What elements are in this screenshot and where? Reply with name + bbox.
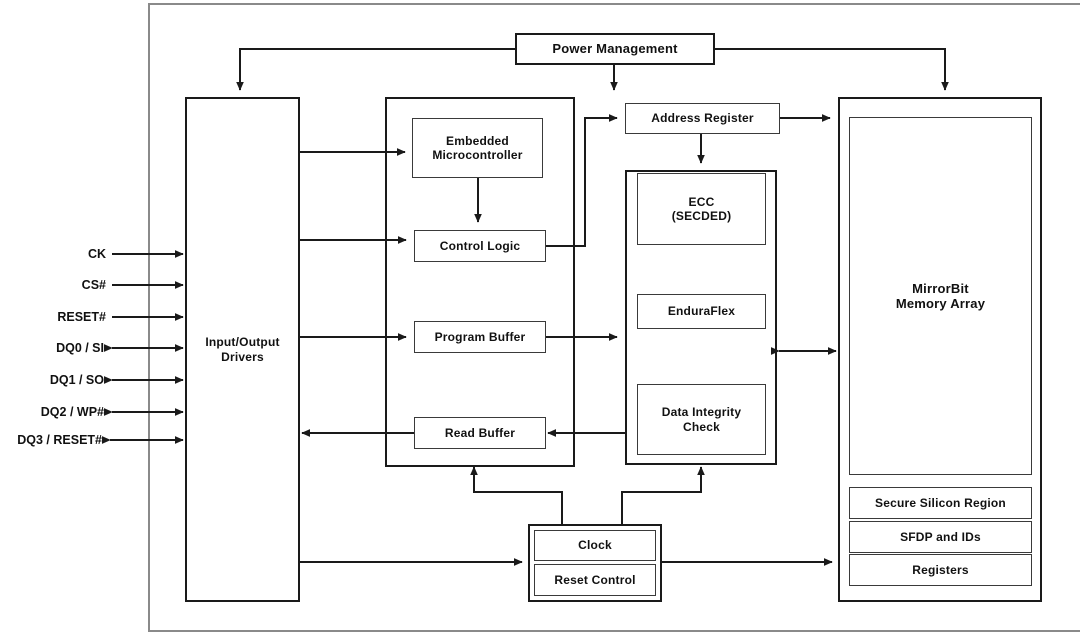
control-logic-block: Control Logic (414, 230, 546, 262)
data-integrity-label-line2: Check (682, 419, 721, 434)
pin-label-dq1-so: DQ1 / SO (49, 373, 104, 387)
clock-block: Clock (534, 530, 656, 561)
pin-label-dq2-wp: DQ2 / WP# (40, 405, 104, 419)
clock-reset-container (528, 524, 662, 602)
input-output-drivers-block: Input/Output Drivers (185, 97, 300, 602)
ecc-label-line2: (SECDED) (671, 209, 732, 223)
embedded-microcontroller-block: Embedded Microcontroller (412, 118, 543, 178)
memory-array-label-line1: MirrorBit (912, 280, 969, 296)
io-drivers-label-line2: Drivers (221, 349, 264, 364)
sfdp-and-ids-block: SFDP and IDs (849, 521, 1032, 553)
pin-label-dq3-reset: DQ3 / RESET# (17, 433, 102, 447)
ecc-label-line1: ECC (688, 194, 715, 209)
mirrorbit-memory-array-block: MirrorBit Memory Array (849, 117, 1032, 475)
memory-array-label-line2: Memory Array (895, 296, 986, 311)
enduraflex-block: EnduraFlex (637, 294, 766, 329)
ecc-enduraflex-container (625, 170, 777, 465)
pin-label-reset: RESET# (57, 310, 106, 324)
program-buffer-block: Program Buffer (414, 321, 546, 353)
pin-label-cs: CS# (81, 278, 106, 292)
io-drivers-label-line1: Input/Output (205, 335, 280, 350)
control-logic-container (385, 97, 575, 467)
data-integrity-check-block: Data Integrity Check (637, 384, 766, 455)
secure-silicon-region-block: Secure Silicon Region (849, 487, 1032, 519)
reset-control-block: Reset Control (534, 564, 656, 596)
address-register-block: Address Register (625, 103, 780, 134)
pin-label-ck: CK (87, 247, 106, 261)
read-buffer-block: Read Buffer (414, 417, 546, 449)
embedded-mcu-label-line2: Microcontroller (432, 148, 523, 162)
registers-block: Registers (849, 554, 1032, 586)
pin-label-dq0-si: DQ0 / SI (56, 341, 104, 355)
power-management-block: Power Management (515, 33, 715, 65)
data-integrity-label-line1: Data Integrity (661, 405, 742, 420)
ecc-secded-block: ECC (SECDED) (637, 173, 766, 245)
memory-array-outer-container (838, 97, 1042, 602)
embedded-mcu-label-line1: Embedded (446, 133, 509, 148)
